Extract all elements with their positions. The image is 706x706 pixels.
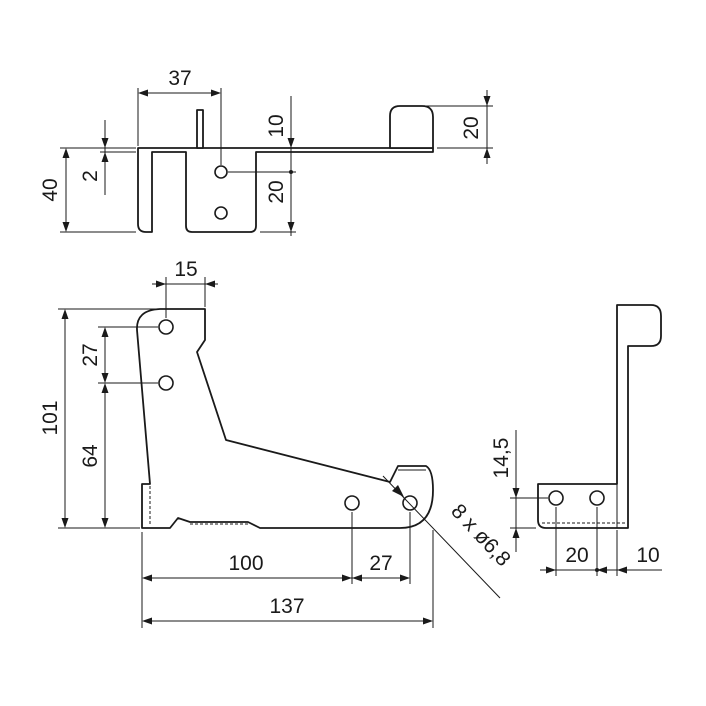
dim-top-hook-20-label: 20: [460, 116, 483, 139]
dim-front-15: 15: [152, 258, 218, 318]
dim-front-27v-label: 27: [79, 343, 102, 366]
side-view-hole-2: [589, 490, 605, 506]
dim-side-14-5-label: 14,5: [490, 438, 513, 479]
side-view-bracket-outline: [537, 304, 662, 529]
top-view: 37 10 20 20: [39, 67, 493, 236]
dim-front-101-label: 101: [39, 400, 62, 435]
front-view-hole-4: [402, 495, 418, 511]
dim-front-15-label: 15: [174, 258, 197, 281]
dim-front-27-vertical: 27: [79, 326, 158, 384]
dim-top-hook-20: 20: [424, 90, 493, 164]
dim-top-10-label: 10: [265, 114, 288, 137]
dim-top-2: 2: [79, 120, 136, 195]
front-view-bracket-outline: [136, 308, 434, 529]
dim-front-100-label: 100: [228, 552, 263, 575]
front-view-hole-2: [158, 375, 174, 391]
dim-front-64: 64: [79, 383, 109, 528]
front-view: 15 101 27 64: [39, 258, 515, 628]
dim-top-37-label: 37: [168, 67, 191, 90]
dim-top-40: 40: [39, 147, 136, 233]
dim-top-20-label: 20: [265, 180, 288, 203]
dim-front-27h-label: 27: [369, 552, 392, 575]
side-view: 14,5 20 10: [490, 304, 662, 576]
top-view-bracket-outline: [137, 147, 434, 233]
top-view-hook: [389, 105, 434, 149]
dim-side-14-5: 14,5: [490, 430, 548, 552]
hole-callout-label: 8 x ø6,8: [446, 500, 515, 571]
side-view-hole-1: [548, 490, 564, 506]
dim-side-20-10: 20 10: [540, 507, 662, 576]
dim-front-64-label: 64: [79, 444, 102, 468]
top-view-hole-upper: [214, 165, 228, 179]
front-view-hole-1: [158, 319, 174, 335]
dim-top-10-20: 10 20: [228, 96, 296, 236]
top-view-hole-lower: [214, 206, 228, 220]
dim-top-40-label: 40: [39, 178, 62, 201]
dim-top-37: 37: [137, 67, 222, 165]
dim-top-2-label: 2: [79, 170, 102, 182]
dim-front-100-27: 100 27: [141, 512, 411, 628]
front-view-hole-3: [344, 495, 360, 511]
dim-side-20-label: 20: [565, 544, 588, 567]
dim-front-101: 101: [39, 308, 158, 529]
dim-side-10-label: 10: [636, 544, 659, 567]
top-view-vertical-tab: [196, 109, 204, 149]
dim-front-137: 137: [142, 530, 434, 628]
dim-front-137-label: 137: [269, 595, 304, 618]
